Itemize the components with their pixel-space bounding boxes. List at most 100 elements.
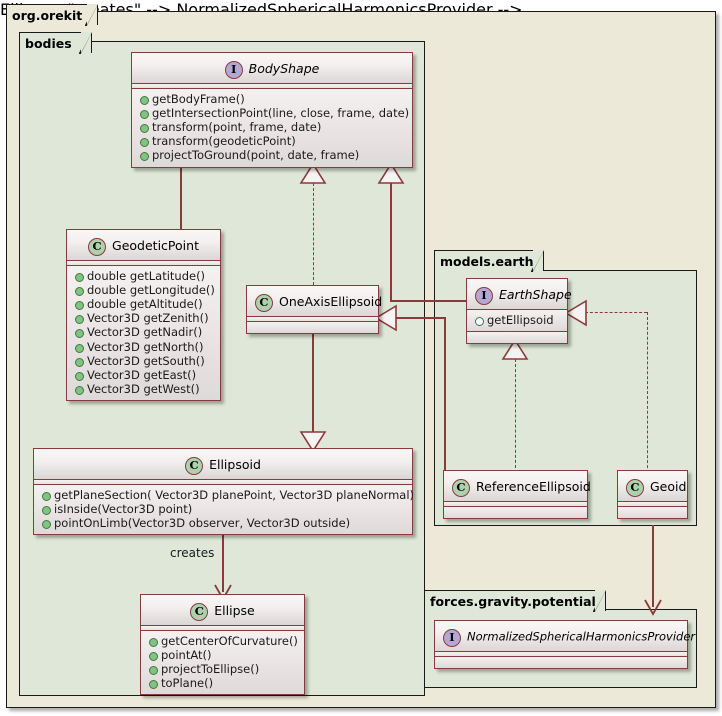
method-item: double getLongitude() [73,283,215,297]
class-ellipse-header: C Ellipse [141,595,304,626]
relation-label-creates: creates [170,546,215,560]
package-forces-gravity-potential-label: forces.gravity.potential [430,594,596,609]
interface-badge-icon: I [443,628,461,647]
class-ellipsoid-name: Ellipsoid [209,457,261,472]
interface-badge-icon: I [475,286,493,305]
class-normalizedsphericalharmonicsprovider[interactable]: I NormalizedSphericalHarmonicsProvider [434,620,695,669]
package-bodies-tab: bodies [19,32,92,54]
class-ellipse-methods: getCenterOfCurvature() pointAt() project… [141,630,304,695]
connector-geoid-earthshape-vert [647,312,648,473]
arrowhead-bodyshape-generalize-earthshape [377,162,405,184]
connector-earthshape-bodyshape-vert [390,183,392,301]
class-bodyshape-name: BodyShape [248,61,320,76]
class-geoid-attr-compartment [618,501,687,507]
class-geoid-header: C Geoid [618,471,687,502]
connector-oneaxisellipsoid-bodyshape [313,183,314,285]
class-referenceellipsoid-attr-compartment [444,501,587,507]
class-badge-icon: C [255,293,273,312]
arrowhead-ellipsoid-generalization [299,431,327,453]
class-geodeticpoint-attr-compartment [67,260,220,266]
class-nshprovider-name: NormalizedSphericalHarmonicsProvider [467,629,696,644]
class-badge-icon: C [185,456,204,475]
arrowhead-bodyshape-realize-oneaxis [299,162,327,184]
class-oneaxisellipsoid-methods [247,321,378,333]
class-badge-icon: C [626,478,644,497]
connector-geodeticpoint-bodyshape [180,168,182,231]
connector-geoid-earthshape-horz [585,312,647,313]
class-ellipsoid[interactable]: C Ellipsoid getPlaneSection( Vector3D pla… [33,448,414,536]
package-org-orekit-tab: org.orekit [6,4,98,26]
class-badge-icon: C [190,602,209,621]
method-item: double getAltitude() [73,297,214,311]
class-oneaxisellipsoid-header: C OneAxisEllipsoid [247,286,382,317]
class-ellipsoid-methods: getPlaneSection( Vector3D planePoint, Ve… [34,484,414,535]
arrowhead-geoid-nshprovider [644,599,662,616]
connector-ellipsoid-ellipse [222,533,224,592]
class-geoid[interactable]: C Geoid [617,470,688,519]
connector-referenceellipsoid-up-vert [444,317,446,477]
class-nshprovider-methods [435,656,687,668]
package-bodies-label: bodies [25,36,72,51]
class-geodeticpoint-name: GeodeticPoint [112,238,199,253]
arrowhead-oneaxisellipsoid-generalization [374,304,397,332]
method-item: getPlaneSection( Vector3D planePoint, Ve… [40,488,414,502]
class-earthshape[interactable]: I EarthShape getEllipsoid [466,278,572,344]
connector-earthshape-bodyshape-horz [390,300,468,302]
class-bodyshape-header: I BodyShape [132,53,412,84]
method-item: getCenterOfCurvature() [147,634,298,648]
method-item: transform(geodeticPoint) [138,134,406,148]
method-item: Vector3D getNorth() [73,340,214,354]
connector-geoid-nshprovider [652,525,654,607]
class-ellipsoid-header: C Ellipsoid [34,449,412,480]
class-badge-icon: C [452,478,470,497]
method-item: projectToEllipse() [147,662,298,676]
connector-referenceellipsoid-earthshape [515,359,516,473]
arrowhead-earthshape-realize-referenceellipsoid [501,338,529,360]
method-item: transform(point, frame, date) [138,120,406,134]
class-ellipse-attr-compartment [141,625,304,631]
class-oneaxisellipsoid[interactable]: C OneAxisEllipsoid [246,285,382,334]
class-referenceellipsoid-methods [444,506,587,518]
method-item: pointOnLimb(Vector3D observer, Vector3D … [40,516,406,530]
class-earthshape-name: EarthShape [499,287,572,302]
class-oneaxisellipsoid-name: OneAxisEllipsoid [279,294,383,309]
method-item: Vector3D getWest() [73,382,214,396]
class-bodyshape[interactable]: I BodyShape getBodyFrame() getIntersectio… [131,52,413,168]
class-earthshape-methods: getEllipsoid [467,309,567,332]
method-item: pointAt() [147,648,298,662]
class-earthshape-extra-compartment [467,331,567,343]
arrowhead-earthshape-realize-geoid [564,299,587,327]
method-item: Vector3D getSouth() [73,354,214,368]
method-item: Vector3D getNadir() [73,325,214,339]
class-ellipsoid-attr-compartment [34,479,412,485]
method-item: getIntersectionPoint(line, close, frame,… [138,106,409,120]
method-item: getEllipsoid [473,313,561,327]
package-forces-gravity-potential-tab: forces.gravity.potential [424,590,606,612]
package-models-earth-tab: models.earth [434,250,544,272]
class-nshprovider-attr-compartment [435,651,687,657]
method-item: Vector3D getZenith() [73,311,214,325]
method-item: projectToGround(point, date, frame) [138,148,406,162]
method-item: Vector3D getEast() [73,368,214,382]
interface-badge-icon: I [224,60,243,79]
class-bodyshape-methods: getBodyFrame() getIntersectionPoint(line… [132,88,412,167]
class-earthshape-header: I EarthShape [467,279,572,310]
class-geoid-methods [618,506,687,518]
package-models-earth-label: models.earth [440,254,534,269]
method-item: isInside(Vector3D point) [40,502,406,516]
class-geoid-name: Geoid [650,479,687,494]
package-org-orekit-label: org.orekit [12,8,83,23]
class-ellipse-name: Ellipse [214,603,255,618]
class-geodeticpoint-methods: double getLatitude() double getLongitude… [67,265,220,401]
class-nshprovider-header: I NormalizedSphericalHarmonicsProvider [435,621,695,652]
method-item: getBodyFrame() [138,92,406,106]
class-oneaxisellipsoid-attr-compartment [247,316,378,322]
class-ellipse[interactable]: C Ellipse getCenterOfCurvature() pointAt(… [140,594,305,696]
class-bodyshape-attr-compartment [132,83,412,89]
connector-oneaxis-ellipsoid-vert [312,333,314,432]
